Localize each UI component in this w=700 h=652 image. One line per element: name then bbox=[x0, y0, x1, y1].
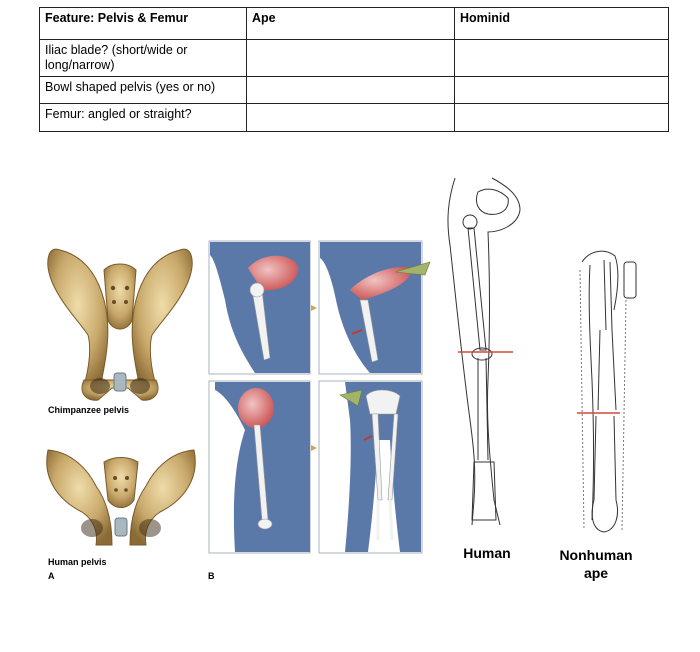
row-label-iliac-blade: Iliac blade? (short/wide or long/narrow) bbox=[39, 39, 247, 77]
panel-b-frames bbox=[208, 240, 423, 554]
header-feature: Feature: Pelvis & Femur bbox=[39, 7, 247, 40]
human-skeleton-front-view bbox=[339, 382, 421, 552]
cell-ape-bowl[interactable] bbox=[246, 76, 455, 104]
chimpanzee-pelvis-caption: Chimpanzee pelvis bbox=[48, 405, 130, 415]
table-row: Iliac blade? (short/wide or long/narrow) bbox=[39, 39, 669, 77]
panel-b-letter: B bbox=[208, 571, 215, 581]
panel-a-letter: A bbox=[48, 571, 55, 581]
human-pelvis-illustration bbox=[46, 449, 196, 546]
human-pelvis-caption: Human pelvis bbox=[48, 557, 107, 567]
header-ape: Ape bbox=[246, 7, 455, 40]
feature-table: Feature: Pelvis & Femur Ape Hominid Ilia… bbox=[39, 7, 669, 132]
cell-ape-iliac[interactable] bbox=[246, 39, 455, 77]
row-label-bowl-pelvis: Bowl shaped pelvis (yes or no) bbox=[39, 76, 247, 104]
table-row: Bowl shaped pelvis (yes or no) bbox=[39, 76, 669, 104]
row-label-femur: Femur: angled or straight? bbox=[39, 103, 247, 132]
table-header-row: Feature: Pelvis & Femur Ape Hominid bbox=[39, 7, 669, 40]
ape-hip-muscle-view bbox=[320, 242, 431, 373]
ape-hip-side-view bbox=[210, 242, 310, 373]
cell-hominid-femur[interactable] bbox=[454, 103, 669, 132]
ape-leg-drawing bbox=[579, 250, 637, 533]
cell-hominid-iliac[interactable] bbox=[454, 39, 669, 77]
arrow-icon bbox=[311, 305, 317, 451]
ape-leg-label-line2: ape bbox=[583, 565, 609, 581]
cell-hominid-bowl[interactable] bbox=[454, 76, 669, 104]
table-row: Femur: angled or straight? bbox=[39, 103, 669, 132]
chimpanzee-pelvis-illustration bbox=[47, 248, 193, 401]
human-leg-drawing bbox=[447, 177, 521, 526]
cell-ape-femur[interactable] bbox=[246, 103, 455, 132]
header-hominid: Hominid bbox=[454, 7, 669, 40]
ape-leg-label-line1: Nonhuman bbox=[559, 547, 633, 563]
human-leg-label: Human bbox=[463, 545, 511, 561]
human-hip-side-view bbox=[215, 382, 310, 552]
